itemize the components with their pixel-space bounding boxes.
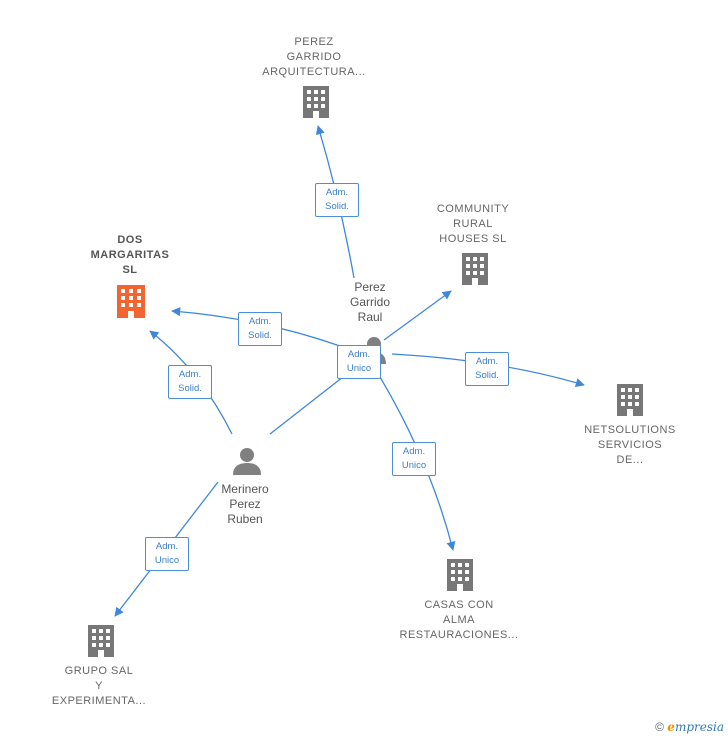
company-casas-label[interactable]: CASAS CON ALMA RESTAURACIONES...	[399, 599, 519, 641]
edge-label: Adm. Solid.	[315, 183, 359, 217]
company-community-label[interactable]: COMMUNITY RURAL HOUSES SL	[436, 203, 510, 245]
building-icon	[88, 625, 114, 657]
edge-label: Adm. Unico	[392, 442, 436, 476]
building-icon	[447, 559, 473, 591]
edge-label: Adm. Solid.	[238, 312, 282, 346]
edge-label: Adm. Solid.	[465, 352, 509, 386]
copyright-symbol: ©	[655, 720, 664, 734]
edge-raul-community	[383, 290, 452, 341]
edge-label: Adm. Unico	[145, 537, 189, 571]
building-icon	[303, 86, 329, 118]
person-icon	[233, 448, 261, 475]
company-dos-margaritas-label[interactable]: DOS MARGARITAS SL	[90, 234, 170, 276]
building-icon	[462, 253, 488, 285]
company-grupo-sal-label[interactable]: GRUPO SAL Y EXPERIMENTA...	[51, 665, 147, 707]
footer-brand: © empresia	[655, 720, 724, 734]
company-perez-garrido-label[interactable]: PEREZ GARRIDO ARQUITECTURA...	[262, 36, 366, 78]
edge-label: Adm. Solid.	[168, 365, 212, 399]
building-icon	[617, 384, 643, 416]
person-perez-garrido-raul-label[interactable]: Perez Garrido Raul	[349, 280, 390, 324]
brand-initial: e	[667, 720, 675, 734]
building-icon-focus	[117, 285, 145, 318]
person-merinero-label[interactable]: Merinero Perez Ruben	[221, 482, 269, 526]
brand-name: mpresia	[674, 720, 724, 734]
edge-label: Adm. Unico	[337, 345, 381, 379]
company-netsolutions-label[interactable]: NETSOLUTIONS SERVICIOS DE...	[584, 424, 676, 466]
